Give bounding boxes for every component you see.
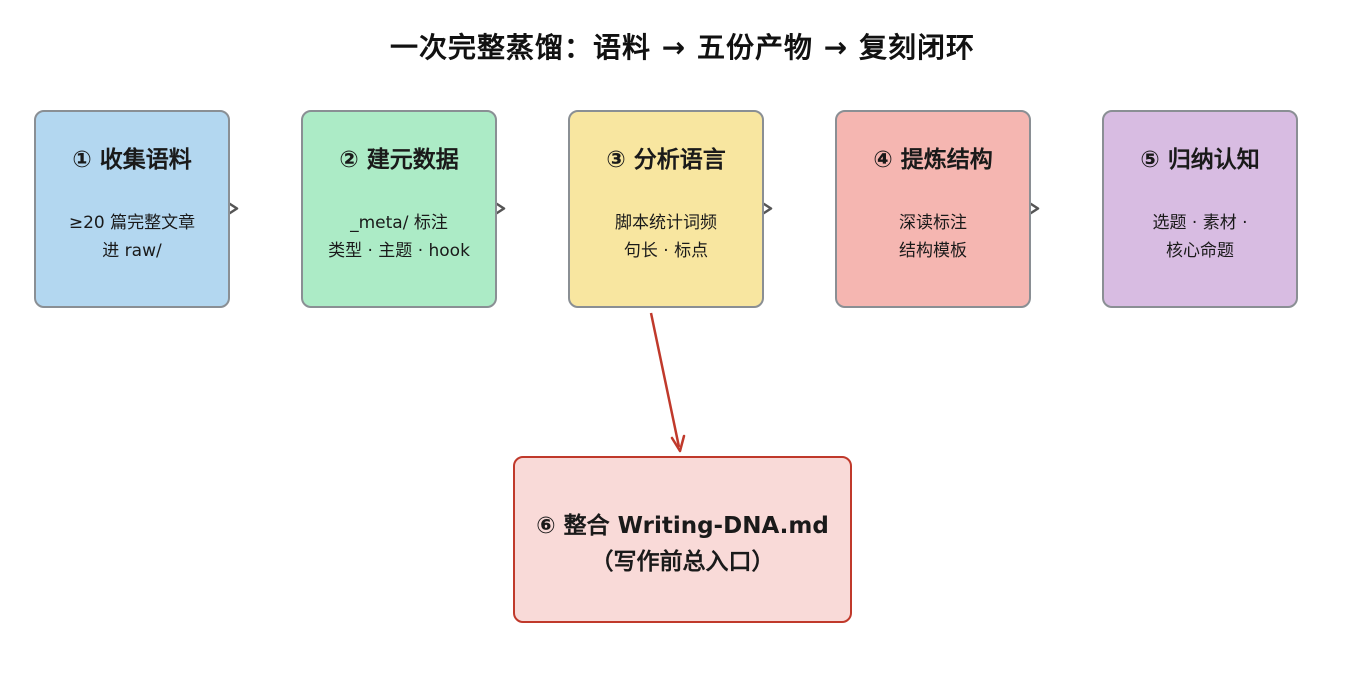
node-desc-line: ≥20 篇完整文章: [68, 213, 196, 233]
node-title: ③ 分析语言: [606, 147, 726, 173]
node-desc-line: 结构模板: [899, 241, 967, 261]
arrow-3-to-4: [762, 202, 773, 215]
node-title: ② 建元数据: [339, 147, 459, 173]
node-desc-line: _meta/ 标注: [350, 213, 448, 233]
arrow-1-to-2: [228, 202, 239, 215]
node-desc: 深读标注 结构模板: [837, 209, 1029, 265]
node-desc-line: 进 raw/: [102, 241, 162, 261]
node-desc-line: 句长 · 标点: [623, 241, 709, 261]
node-desc: ≥20 篇完整文章 进 raw/: [36, 209, 228, 265]
node-desc: _meta/ 标注 类型 · 主题 · hook: [303, 209, 495, 265]
node-desc: 脚本统计词频 句长 · 标点: [570, 209, 762, 265]
step-collect-corpus: ① 收集语料 ≥20 篇完整文章 进 raw/: [34, 110, 230, 308]
diagram-title: 一次完整蒸馏：语料 → 五份产物 → 复刻闭环: [390, 31, 975, 64]
step-build-metadata: ② 建元数据 _meta/ 标注 类型 · 主题 · hook: [301, 110, 497, 308]
node-title: ① 收集语料: [72, 147, 192, 173]
node-desc-line: 脚本统计词频: [615, 213, 717, 233]
node-desc-line: 核心命题: [1166, 241, 1234, 261]
node-title-line: （写作前总入口）: [590, 549, 775, 575]
node-title: ⑥ 整合 Writing-DNA.md （写作前总入口）: [515, 508, 850, 580]
node-title: ⑤ 归纳认知: [1140, 147, 1260, 173]
node-desc-line: 选题 · 素材 ·: [1152, 213, 1248, 233]
node-title-line: ⑥ 整合 Writing-DNA.md: [536, 513, 829, 539]
step-summarize-cognition: ⑤ 归纳认知 选题 · 素材 · 核心命题: [1102, 110, 1298, 308]
step-extract-structure: ④ 提炼结构 深读标注 结构模板: [835, 110, 1031, 308]
node-desc-line: 深读标注: [899, 213, 967, 233]
node-title: ④ 提炼结构: [873, 147, 993, 173]
node-desc: 选题 · 素材 · 核心命题: [1104, 209, 1296, 265]
step-integrate-writing-dna: ⑥ 整合 Writing-DNA.md （写作前总入口）: [513, 456, 852, 623]
arrow-2-to-3: [495, 202, 506, 215]
node-desc-line: 类型 · 主题 · hook: [328, 241, 470, 261]
arrow-3-to-6: [649, 312, 686, 453]
arrow-4-to-5: [1029, 202, 1040, 215]
step-analyze-language: ③ 分析语言 脚本统计词频 句长 · 标点: [568, 110, 764, 308]
